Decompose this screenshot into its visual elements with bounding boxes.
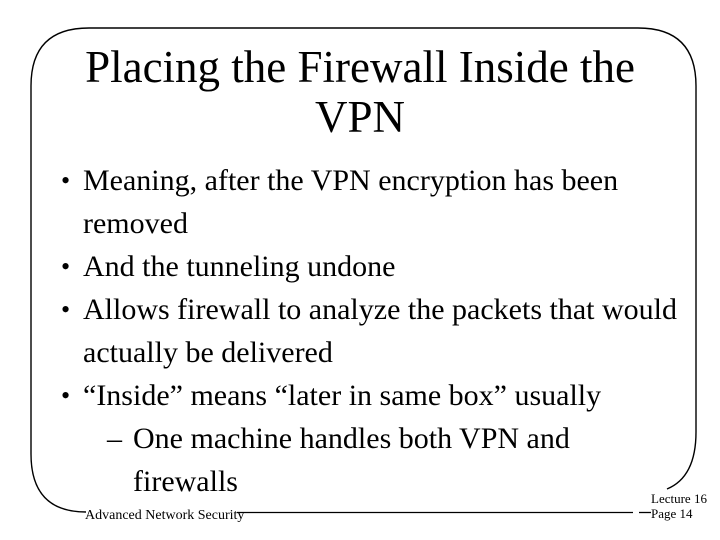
footer-course-name: Advanced Network Security [85,508,245,523]
bullet-item: • Meaning, after the VPN encryption has … [31,159,696,245]
bullet-item: • Allows firewall to analyze the packets… [31,288,696,374]
bullet-text: “Inside” means “later in same box” usual… [83,379,602,412]
sub-bullet-text: One machine handles both VPN and firewal… [133,422,570,498]
bullet-item: • “Inside” means “later in same box” usu… [31,374,696,417]
sub-bullet-item: – One machine handles both VPN and firew… [31,417,696,503]
footer-lecture-number: Lecture 16 [651,491,707,506]
slide-title: Placing the Firewall Inside the VPN [85,42,635,142]
rounded-border [30,27,697,513]
bullet-text: Meaning, after the VPN encryption has be… [83,164,619,240]
bullet-list: • Meaning, after the VPN encryption has … [31,159,696,503]
sub-bullet-marker: – [107,422,122,455]
footer-page-number: Page 14 [651,506,693,521]
bullet-item: • And the tunneling undone [31,245,696,288]
bullet-text: Allows firewall to analyze the packets t… [83,293,677,369]
bullet-marker: • [61,166,71,195]
bullet-marker: • [61,381,71,410]
footer-lecture-page: Lecture 16 Page 14 [651,491,707,521]
bullet-marker: • [61,295,71,324]
bullet-text: And the tunneling undone [83,250,396,283]
bullet-marker: • [61,252,71,281]
